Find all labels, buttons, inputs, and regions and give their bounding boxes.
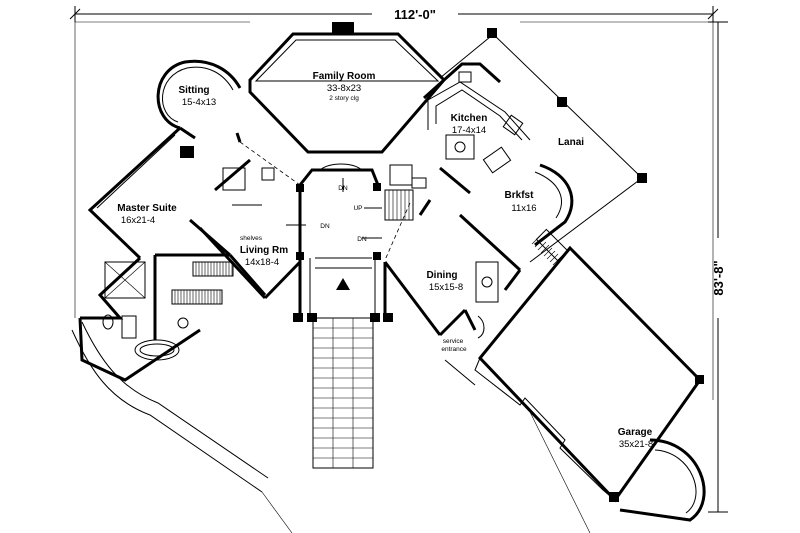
stair-up: UP bbox=[353, 205, 362, 212]
master-bath bbox=[78, 255, 201, 382]
room-name-garage: Garage bbox=[618, 427, 653, 438]
sitting-walls bbox=[156, 59, 242, 158]
kitchen-walls bbox=[422, 62, 531, 195]
width-dimension-label: 112'-0" bbox=[394, 7, 436, 22]
master-suite-walls bbox=[87, 126, 275, 260]
room-sitting: Sitting 15-4x13 bbox=[178, 85, 216, 108]
room-name-family-room: Family Room bbox=[313, 71, 376, 82]
service-entrance-note-line2: entrance bbox=[441, 346, 467, 353]
garage-walls bbox=[444, 228, 706, 522]
front-walkway bbox=[312, 317, 374, 469]
room-name-living-rm: Living Rm bbox=[240, 245, 288, 256]
breakfast-walls bbox=[534, 163, 574, 247]
room-size-brkfst: 11x16 bbox=[511, 203, 536, 214]
service-entrance-note-line1: service bbox=[443, 338, 464, 345]
room-lanai: Lanai bbox=[558, 137, 584, 148]
room-name-kitchen: Kitchen bbox=[451, 113, 488, 124]
shelves-note: shelves bbox=[240, 235, 263, 242]
room-garage: Garage 35x21-8 bbox=[618, 427, 653, 450]
lanai-walls bbox=[439, 28, 647, 263]
dining-walls bbox=[383, 199, 522, 337]
depth-dimension-label: 83'-8" bbox=[711, 260, 726, 295]
room-name-master-suite: Master Suite bbox=[117, 203, 177, 214]
room-name-sitting: Sitting bbox=[178, 85, 209, 96]
drawing-line bbox=[549, 253, 559, 263]
drawing-line bbox=[534, 238, 544, 248]
drawing-line bbox=[543, 247, 553, 257]
room-note-family-room: 2 story clg bbox=[329, 95, 359, 102]
room-size-living-rm: 14x18-4 bbox=[245, 257, 279, 268]
room-kitchen: Kitchen 17-4x14 bbox=[451, 113, 488, 136]
room-size-master-suite: 16x21-4 bbox=[121, 215, 155, 226]
room-name-brkfst: Brkfst bbox=[505, 190, 535, 201]
depth-dimension-line bbox=[708, 21, 728, 513]
room-size-kitchen: 17-4x14 bbox=[452, 125, 486, 136]
stair-dn-right: DN bbox=[357, 236, 367, 243]
stairway bbox=[384, 164, 427, 221]
room-size-dining: 15x15-8 bbox=[429, 282, 463, 293]
room-size-family-room: 33-8x23 bbox=[327, 83, 361, 94]
room-master-suite: Master Suite 16x21-4 bbox=[117, 203, 177, 226]
drawing-line bbox=[540, 244, 550, 254]
drawing-line bbox=[552, 256, 562, 266]
stair-dn-top: DN bbox=[338, 185, 348, 192]
room-size-sitting: 15-4x13 bbox=[182, 97, 216, 108]
living-room-walls bbox=[198, 141, 304, 300]
room-living-rm: Living Rm 14x18-4 bbox=[240, 245, 288, 268]
room-family-room: Family Room 33-8x23 2 story clg bbox=[313, 71, 376, 102]
family-room-walls bbox=[248, 22, 447, 154]
room-name-lanai: Lanai bbox=[558, 137, 584, 148]
drawing-line bbox=[537, 241, 547, 251]
drawing-line bbox=[531, 235, 541, 245]
room-dining: Dining 15x15-8 bbox=[426, 270, 463, 293]
site-lines bbox=[71, 21, 714, 533]
room-size-garage: 35x21-8 bbox=[619, 439, 653, 450]
stair-dn-left: DN bbox=[320, 223, 330, 230]
drawing-line bbox=[546, 250, 556, 260]
room-brkfst: Brkfst 11x16 bbox=[505, 190, 537, 214]
master-closets bbox=[171, 254, 267, 305]
room-name-dining: Dining bbox=[426, 270, 457, 281]
foyer bbox=[286, 163, 393, 322]
width-dimension-line bbox=[69, 6, 719, 22]
